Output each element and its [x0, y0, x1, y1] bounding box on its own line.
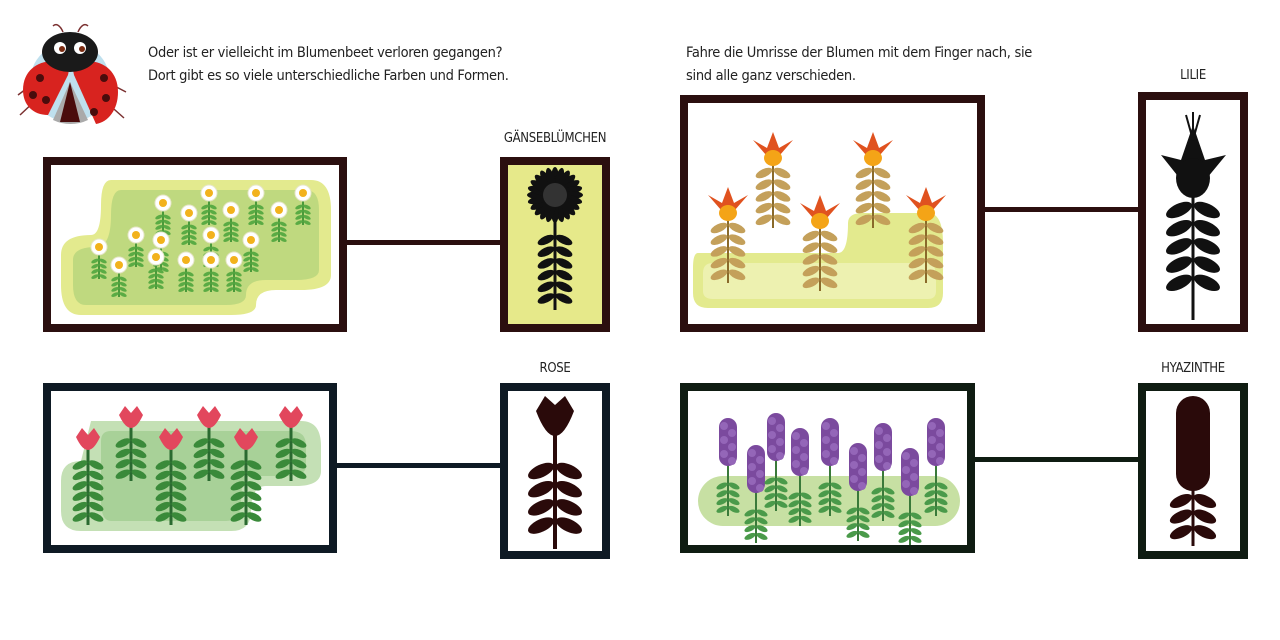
connector-daisy	[345, 240, 503, 245]
label-daisy: GÄNSEBLÜMCHEN	[503, 131, 607, 146]
hyacinth-silhouette-frame[interactable]	[1138, 383, 1248, 559]
daisy-silhouette-frame[interactable]	[500, 157, 610, 332]
connector-rose	[335, 463, 503, 468]
connector-lily	[983, 207, 1141, 212]
intro-text-right: Fahre die Umrisse der Blumen mit dem Fin…	[686, 42, 1032, 88]
intro-left-line1: Oder ist er vielleicht im Blumenbeet ver…	[148, 45, 503, 61]
lily-silhouette-frame[interactable]	[1138, 92, 1248, 332]
intro-left-line2: Dort gibt es so viele unterschiedliche F…	[148, 68, 509, 84]
daisy-bed-frame[interactable]	[43, 157, 347, 332]
label-lily: LILIE	[1180, 68, 1206, 83]
rose-bed-frame[interactable]	[43, 383, 337, 553]
label-rose: ROSE	[539, 361, 571, 376]
ladybug-illustration	[17, 23, 127, 125]
intro-right-line2: sind alle ganz verschieden.	[686, 68, 856, 84]
lily-bed-frame[interactable]	[680, 95, 985, 332]
intro-right-line1: Fahre die Umrisse der Blumen mit dem Fin…	[686, 45, 1032, 61]
rose-silhouette-frame[interactable]	[500, 383, 610, 559]
connector-hyacinth	[973, 457, 1141, 462]
intro-text-left: Oder ist er vielleicht im Blumenbeet ver…	[148, 42, 509, 88]
label-hyacinth: HYAZINTHE	[1161, 361, 1225, 376]
hyacinth-bed-frame[interactable]	[680, 383, 975, 553]
